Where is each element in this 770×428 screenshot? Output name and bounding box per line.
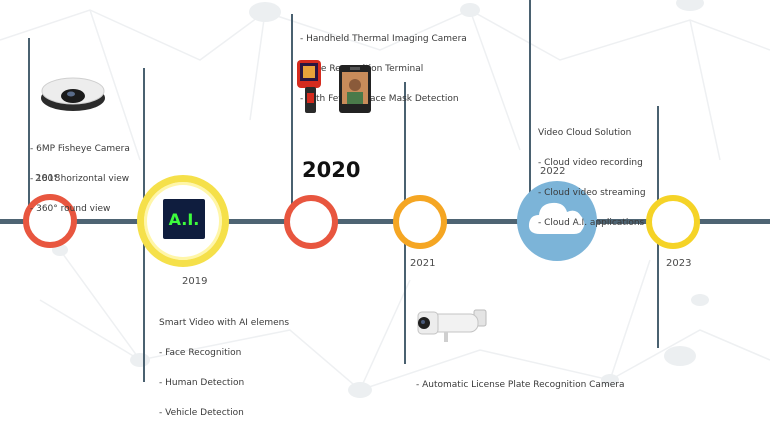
feature-item: - Cloud A.I. applications xyxy=(538,218,645,228)
thermal-camera-icon xyxy=(297,60,321,113)
year-label-2023: 2023 xyxy=(666,258,692,269)
milestone-node-2020 xyxy=(284,195,338,249)
cloud-icon xyxy=(528,202,585,234)
timeline-connector-2020 xyxy=(291,14,293,220)
feature-item: - 180° horizontal view xyxy=(30,174,130,184)
feature-item: - Face Recognition xyxy=(159,348,242,358)
timeline-connector-2022 xyxy=(529,0,531,222)
feature-item: - Human Detection xyxy=(159,378,245,388)
milestone-2019-features: Smart Video with AI elemens - Face Recog… xyxy=(159,298,289,428)
milestone-2018-features: - 6MP Fisheye Camera - 180° horizontal v… xyxy=(30,124,130,224)
milestone-2022-heading: Video Cloud Solution xyxy=(538,128,632,138)
timeline-axis xyxy=(0,219,770,224)
year-label-2019: 2019 xyxy=(182,276,208,287)
milestone-2019-heading: Smart Video with AI elemens xyxy=(159,318,290,328)
milestone-2020-features: - Handheld Thermal Imaging Camera - Face… xyxy=(300,14,467,114)
ai-chip-icon: A.I. xyxy=(163,199,205,239)
bullet-camera-icon xyxy=(417,309,487,342)
feature-item: - Automatic License Plate Recognition Ca… xyxy=(416,380,625,390)
timeline-connector-2018 xyxy=(28,38,30,218)
milestone-node-2018 xyxy=(23,194,77,248)
background-network-pattern xyxy=(0,0,770,398)
milestone-node-2021 xyxy=(393,195,447,249)
face-terminal-icon xyxy=(339,65,371,113)
year-label-2022: 2022 xyxy=(540,166,566,177)
feature-item: - Handheld Thermal Imaging Camera xyxy=(300,34,467,44)
year-label-2018: 2018 xyxy=(35,173,61,184)
year-label-2020: 2020 xyxy=(302,158,361,182)
feature-item: - 360° round view xyxy=(30,204,111,214)
fisheye-camera-icon xyxy=(41,77,105,111)
feature-item: - Cloud video streaming xyxy=(538,188,646,198)
feature-item: - Vehicle Detection xyxy=(159,408,244,418)
milestone-2022-features: Video Cloud Solution - Cloud video recor… xyxy=(538,108,646,238)
year-label-2021: 2021 xyxy=(410,258,436,269)
feature-item: - 6MP Fisheye Camera xyxy=(30,144,130,154)
milestone-2021-features: - Automatic License Plate Recognition Ca… xyxy=(416,360,624,400)
feature-item: - Face Recognition Terminal xyxy=(300,64,424,74)
ai-badge-label: A.I. xyxy=(168,209,200,229)
feature-item: - Cloud video recording xyxy=(538,158,643,168)
feature-item: - with Fever & Face Mask Detection xyxy=(300,94,459,104)
milestone-node-2023 xyxy=(646,195,700,249)
